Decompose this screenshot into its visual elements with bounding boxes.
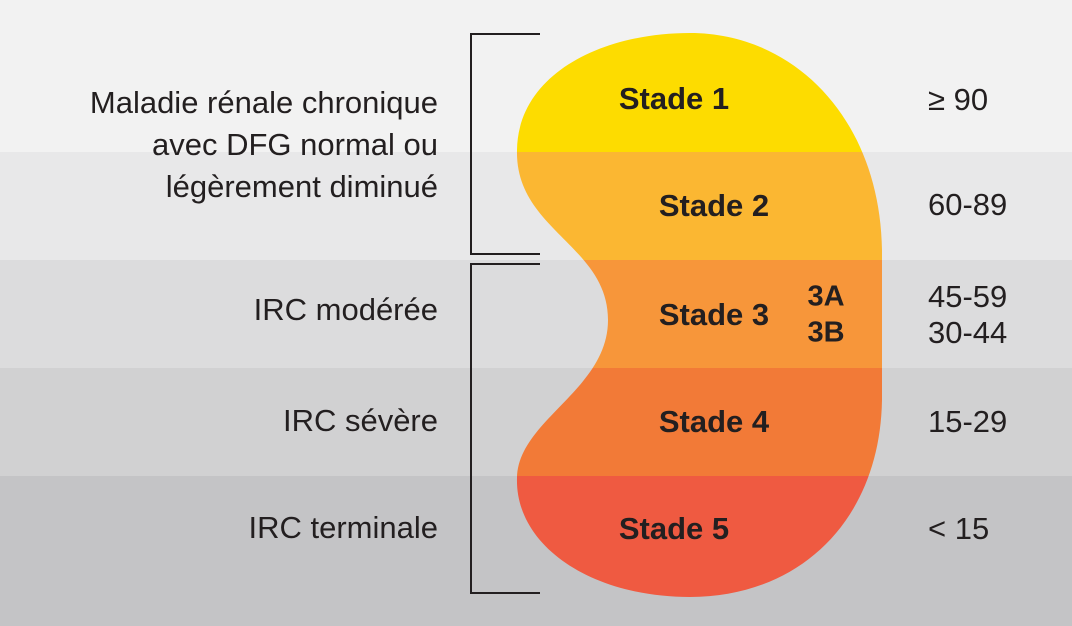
group-label-line: légèrement diminué [165,169,438,204]
stage-5-label: Stade 5 [618,511,730,546]
substage-3a-label: 3A [807,280,845,313]
group-label-line: Maladie rénale chronique [89,85,438,120]
bracket-group-normal [470,33,540,255]
group-label-line: IRC modérée [253,292,438,327]
stage-1-value: ≥ 90 [928,82,989,117]
stage-3b-value: 30-44 [928,315,1008,350]
bracket-group-irc [470,263,540,594]
band-stage-3 [0,260,1072,368]
stage-3-label: Stade 3 [658,297,770,332]
stage-4-label: Stade 4 [658,404,770,439]
group-label-normal: Maladie rénale chronique avec DFG normal… [90,82,438,208]
stage-1-label: Stade 1 [618,81,730,116]
group-label-line: IRC sévère [282,403,438,438]
group-label-terminal: IRC terminale [249,507,439,549]
kidney-segment-stage-2 [516,152,882,260]
stage-2-label: Stade 2 [658,188,770,223]
stage-5-value: < 15 [928,511,990,546]
substage-3b-label: 3B [807,316,845,349]
group-label-line: avec DFG normal ou [152,127,438,162]
group-label-line: IRC terminale [248,510,439,545]
stage-3a-value: 45-59 [928,279,1008,314]
stage-4-value: 15-29 [928,404,1008,439]
stage-2-value: 60-89 [928,187,1008,222]
group-label-moderate: IRC modérée [254,289,438,331]
group-label-severe: IRC sévère [283,400,438,442]
